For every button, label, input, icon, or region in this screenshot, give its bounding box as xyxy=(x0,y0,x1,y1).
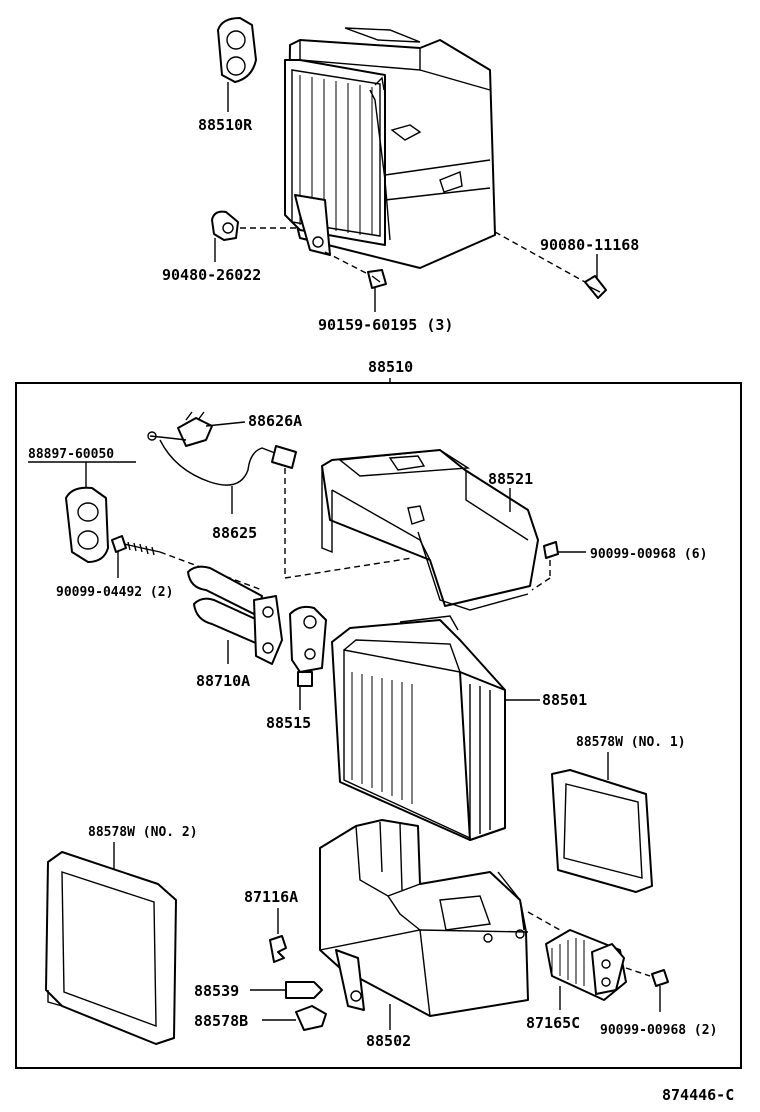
top-cooling-unit xyxy=(284,27,496,269)
expansion-valve-88515 xyxy=(289,605,327,687)
label-88578W-no2: 88578W (NO. 2) xyxy=(88,825,198,840)
screw-90159-60195 xyxy=(367,269,387,289)
clip-87116A xyxy=(269,935,287,963)
label-90080-11168: 90080-11168 xyxy=(540,236,639,254)
label-90099-04492: 90099-04492 (2) xyxy=(56,585,173,600)
plug-88539 xyxy=(285,981,323,999)
label-88626A: 88626A xyxy=(248,412,302,430)
label-88710A: 88710A xyxy=(196,672,250,690)
resistor-87165C xyxy=(545,929,627,1001)
label-87165C: 87165C xyxy=(526,1014,580,1032)
label-90480-26022: 90480-26022 xyxy=(162,266,261,284)
label-88578B: 88578B xyxy=(194,1012,248,1030)
label-88515: 88515 xyxy=(266,714,311,732)
assembly-frame-88510 xyxy=(15,382,742,1069)
label-88510R: 88510R xyxy=(198,116,253,134)
evaporator-88501 xyxy=(331,615,506,841)
label-88521: 88521 xyxy=(488,470,533,488)
seal-88578W-no1 xyxy=(551,769,653,893)
label-88625: 88625 xyxy=(212,524,257,542)
screw-90099-00968-6 xyxy=(543,541,559,559)
switch-88626A xyxy=(149,411,213,447)
bolt-90080-11168 xyxy=(584,275,607,299)
label-88897-60050: 88897-60050 xyxy=(28,447,114,462)
screw-90099-00968-2 xyxy=(651,969,669,987)
label-88501: 88501 xyxy=(542,691,587,709)
nut-90480-26022 xyxy=(211,210,239,241)
label-90099-00968-2: 90099-00968 (2) xyxy=(600,1023,717,1038)
thermistor-88625 xyxy=(147,431,297,486)
label-87116A: 87116A xyxy=(244,888,298,906)
label-88578W-no1: 88578W (NO. 1) xyxy=(576,735,686,750)
bolt-90099-04492 xyxy=(111,535,161,556)
label-88502: 88502 xyxy=(366,1032,411,1050)
clamp-88578B xyxy=(295,1005,327,1031)
grommet-88510R xyxy=(217,17,257,83)
label-90099-00968-6: 90099-00968 (6) xyxy=(590,547,707,562)
grommet-88897-60050 xyxy=(65,486,109,563)
label-90159-60195: 90159-60195 (3) xyxy=(318,316,453,334)
tube-88710A xyxy=(187,565,283,665)
seal-88578W-no2 xyxy=(45,851,177,1045)
upper-case-88521 xyxy=(321,449,539,611)
label-88510: 88510 xyxy=(368,358,413,376)
label-88539: 88539 xyxy=(194,982,239,1000)
diagram-code: 874446-C xyxy=(662,1086,734,1104)
lower-case-88502 xyxy=(319,819,529,1017)
